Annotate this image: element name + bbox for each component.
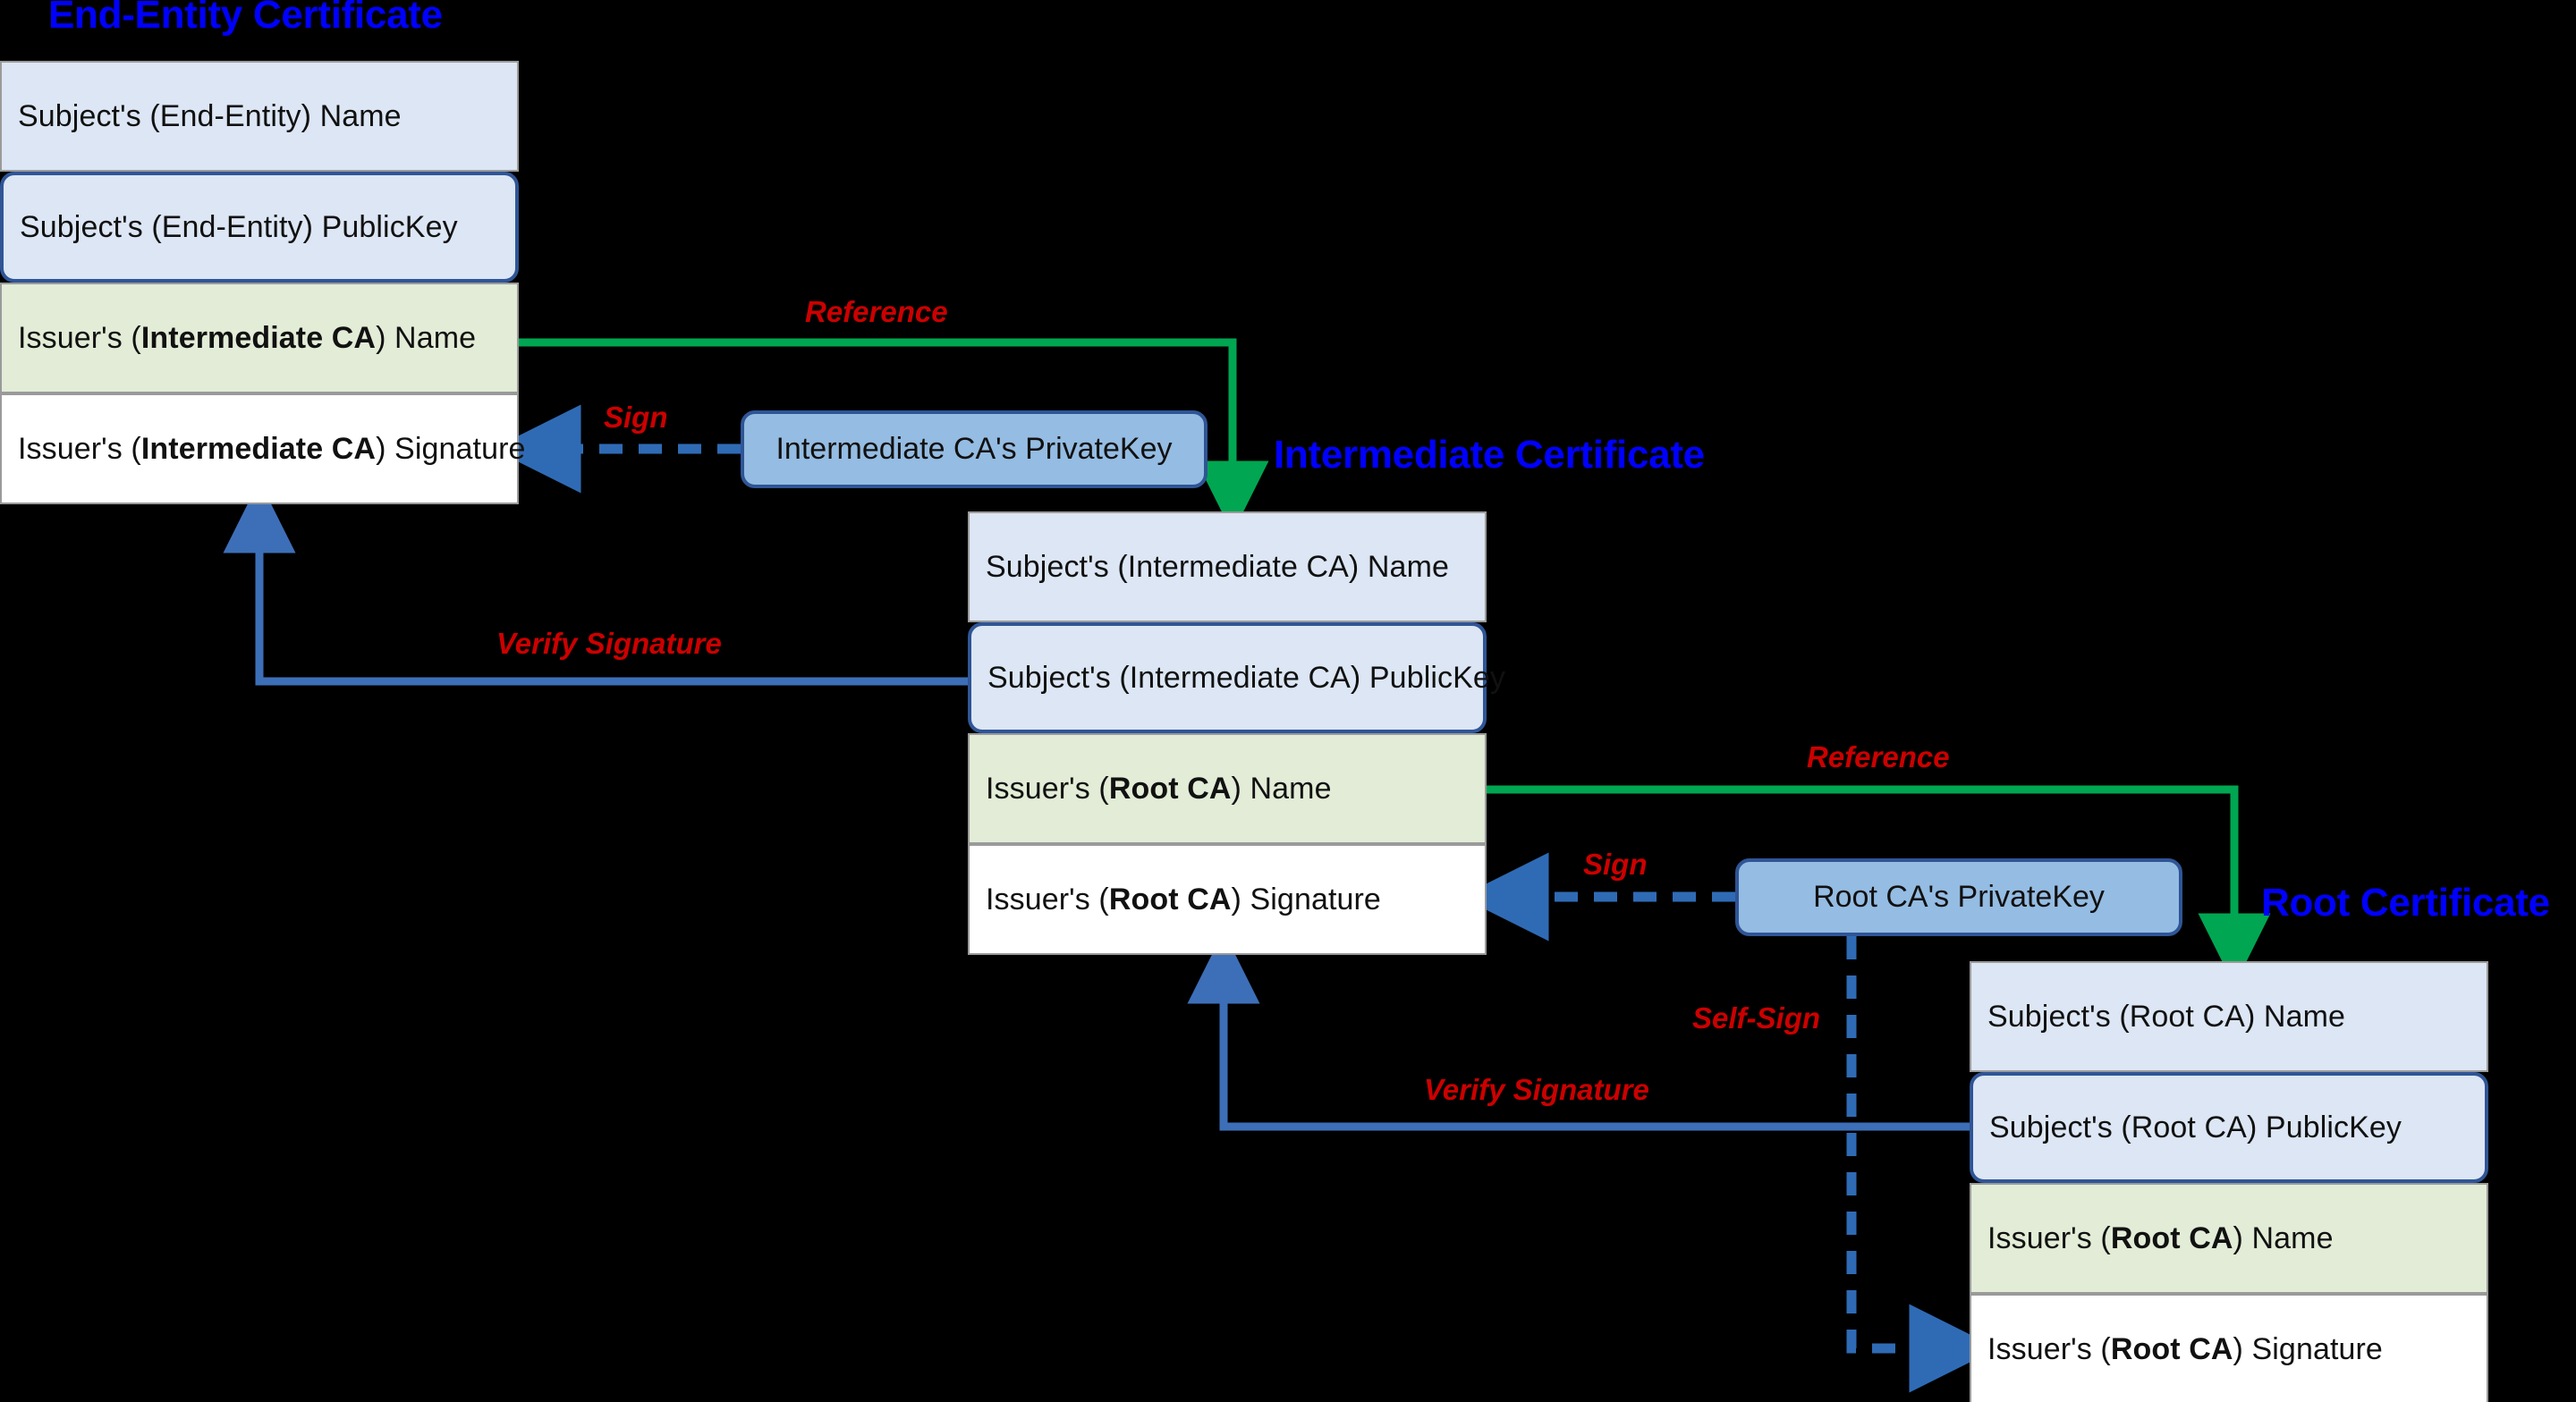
end-entity-subject-publickey-label: Subject's (End-Entity) PublicKey bbox=[20, 209, 458, 244]
intermediate-ca-privatekey-box[interactable]: Intermediate CA's PrivateKey bbox=[741, 410, 1208, 488]
intermediate-issuer-name-row[interactable]: Issuer's (Root CA) Name bbox=[968, 733, 1487, 844]
reference-label-bottom: Reference bbox=[1807, 740, 1950, 773]
root-subject-name-row[interactable]: Subject's (Root CA) Name bbox=[1970, 961, 2488, 1072]
intermediate-certificate: Subject's (Intermediate CA) Name Subject… bbox=[968, 511, 1505, 955]
root-ca-privatekey-label: Root CA's PrivateKey bbox=[1813, 880, 2105, 914]
root-subject-publickey-label: Subject's (Root CA) PublicKey bbox=[1989, 1110, 2402, 1144]
verify-label-top: Verify Signature bbox=[496, 627, 722, 660]
sign-label-top: Sign bbox=[604, 401, 668, 434]
root-issuer-name-label: Issuer's (Root CA) Name bbox=[1987, 1220, 2334, 1255]
intermediate-subject-publickey-label: Subject's (Intermediate CA) PublicKey bbox=[987, 660, 1505, 695]
root-subject-publickey-row[interactable]: Subject's (Root CA) PublicKey bbox=[1970, 1072, 2488, 1183]
root-ca-privatekey-box[interactable]: Root CA's PrivateKey bbox=[1735, 858, 2182, 936]
intermediate-subject-name-row[interactable]: Subject's (Intermediate CA) Name bbox=[968, 511, 1487, 622]
root-subject-name-label: Subject's (Root CA) Name bbox=[1987, 999, 2346, 1034]
root-certificate: Subject's (Root CA) Name Subject's (Root… bbox=[1970, 961, 2488, 1402]
sign-label-bottom: Sign bbox=[1583, 848, 1648, 881]
end-entity-subject-name-label: Subject's (End-Entity) Name bbox=[18, 98, 402, 133]
end-entity-title: End-Entity Certificate bbox=[48, 0, 443, 37]
self-sign-arrow bbox=[1846, 936, 1998, 1393]
intermediate-ca-privatekey-label: Intermediate CA's PrivateKey bbox=[775, 432, 1173, 466]
intermediate-subject-publickey-row[interactable]: Subject's (Intermediate CA) PublicKey bbox=[968, 622, 1505, 733]
root-issuer-signature-row[interactable]: Issuer's (Root CA) Signature bbox=[1970, 1294, 2488, 1402]
end-entity-issuer-signature-label: Issuer's (Intermediate CA) Signature bbox=[18, 431, 526, 466]
intermediate-issuer-signature-row[interactable]: Issuer's (Root CA) Signature bbox=[968, 844, 1487, 955]
intermediate-subject-name-label: Subject's (Intermediate CA) Name bbox=[986, 549, 1449, 584]
end-entity-issuer-name-row[interactable]: Issuer's (Intermediate CA) Name bbox=[0, 283, 519, 393]
root-issuer-name-row[interactable]: Issuer's (Root CA) Name bbox=[1970, 1183, 2488, 1294]
end-entity-issuer-signature-row[interactable]: Issuer's (Intermediate CA) Signature bbox=[0, 393, 525, 504]
end-entity-certificate: Subject's (End-Entity) Name Subject's (E… bbox=[0, 61, 525, 504]
reference-label-top: Reference bbox=[805, 295, 948, 328]
intermediate-issuer-name-label: Issuer's (Root CA) Name bbox=[986, 771, 1332, 806]
verify-label-bottom: Verify Signature bbox=[1424, 1073, 1649, 1106]
end-entity-subject-publickey-row[interactable]: Subject's (End-Entity) PublicKey bbox=[0, 172, 519, 283]
root-title: Root Certificate bbox=[2261, 881, 2550, 925]
self-sign-label: Self-Sign bbox=[1692, 1001, 1821, 1035]
root-issuer-signature-label: Issuer's (Root CA) Signature bbox=[1987, 1331, 2383, 1366]
end-entity-subject-name-row[interactable]: Subject's (End-Entity) Name bbox=[0, 61, 519, 172]
end-entity-issuer-name-label: Issuer's (Intermediate CA) Name bbox=[18, 320, 477, 355]
intermediate-issuer-signature-label: Issuer's (Root CA) Signature bbox=[986, 882, 1381, 916]
intermediate-title: Intermediate Certificate bbox=[1274, 433, 1705, 477]
